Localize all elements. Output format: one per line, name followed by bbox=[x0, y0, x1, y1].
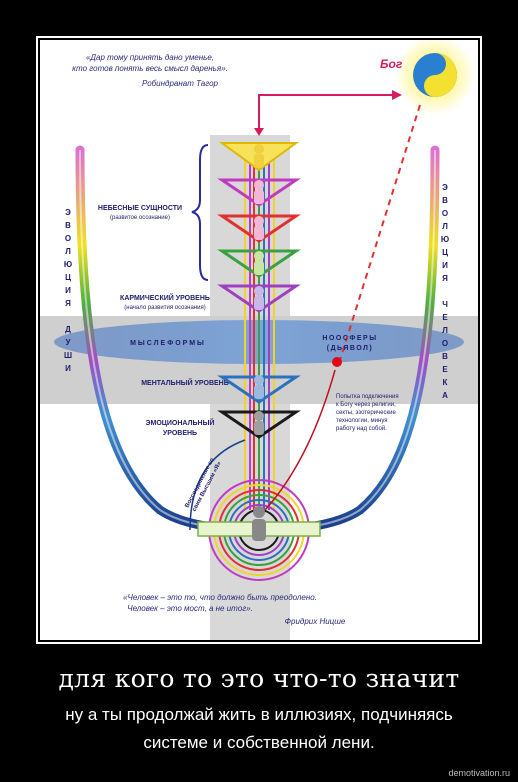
attempt-line-2: к Богу через религии, bbox=[336, 402, 396, 408]
human-figure-base bbox=[252, 506, 266, 541]
right-vertical-letter: Л bbox=[442, 326, 448, 335]
right-vertical-letter: И bbox=[442, 261, 448, 270]
left-vertical-letter: О bbox=[65, 234, 71, 243]
bottom-quote-line2: Человек – это мост, а не итог». bbox=[127, 604, 253, 613]
dashed-false-path bbox=[339, 104, 421, 361]
right-vertical-letter: К bbox=[443, 378, 448, 387]
right-vertical-letter: В bbox=[442, 196, 448, 205]
right-vertical-letter: Ц bbox=[442, 248, 448, 257]
emotional-label-2: УРОВЕНЬ bbox=[163, 430, 197, 437]
left-vertical-letter: У bbox=[66, 338, 72, 347]
right-vertical-letter: Л bbox=[442, 222, 448, 231]
right-vertical-letter: Я bbox=[442, 274, 448, 283]
attempt-line-5: работу над собой. bbox=[336, 425, 387, 432]
top-quote-line1: «Дар тому принять дано уменье, bbox=[86, 53, 214, 62]
attempt-note: Попытка подключения к Богу через религии… bbox=[336, 394, 399, 432]
caption-title: для кого то это что-то значит bbox=[58, 664, 460, 693]
heavenly-sublabel: (развитое осознание) bbox=[110, 215, 170, 221]
noosphere-dot bbox=[332, 357, 342, 367]
left-vertical-letter: Д bbox=[65, 325, 71, 334]
left-vertical-letter: Ш bbox=[64, 351, 72, 360]
bottom-quote: «Человек – это то, что должно быть преод… bbox=[123, 593, 346, 626]
bottom-quote-line1: «Человек – это то, что должно быть преод… bbox=[123, 593, 317, 602]
right-vertical-letter: О bbox=[442, 209, 448, 218]
karmic-label: КАРМИЧЕСКИЙ УРОВЕНЬ bbox=[120, 293, 210, 302]
arrow-to-god bbox=[258, 94, 392, 130]
arrow-head-down bbox=[254, 128, 264, 136]
yin-yang-icon bbox=[413, 53, 457, 97]
right-vertical-letter: Е bbox=[442, 365, 448, 374]
right-vertical-letter: В bbox=[442, 352, 448, 361]
poster-frame bbox=[36, 36, 482, 644]
heavenly-label: НЕБЕСНЫЕ СУЩНОСТИ bbox=[98, 205, 182, 212]
noosphere-sublabel: (ДЬЯВОЛ) bbox=[327, 345, 374, 352]
left-vertical-letter: В bbox=[65, 221, 71, 230]
right-vertical-letter: Е bbox=[442, 313, 448, 322]
top-quote: «Дар тому принять дано уменье, кто готов… bbox=[72, 53, 228, 88]
left-vertical-letter: И bbox=[65, 364, 71, 373]
energy-beams bbox=[244, 150, 275, 510]
mental-label: МЕНТАЛЬНЫЙ УРОВЕНЬ bbox=[141, 378, 229, 387]
left-vertical-letter: Ц bbox=[65, 273, 71, 282]
reunion-arrow bbox=[189, 439, 246, 531]
arrow-head-god bbox=[392, 90, 402, 100]
right-vertical-letter: Э bbox=[442, 183, 448, 192]
attempt-arrow bbox=[264, 369, 336, 511]
bottom-quote-author: Фридрих Ницше bbox=[285, 617, 346, 626]
attempt-line-4: технологии, минуя bbox=[336, 418, 388, 424]
emotional-label: ЭМОЦИОНАЛЬНЫЙ bbox=[146, 418, 215, 427]
human-figures bbox=[254, 144, 264, 435]
poster-image: «Дар тому принять дано уменье, кто готов… bbox=[40, 40, 478, 640]
top-quote-line2: кто готов понять весь смысл даренья». bbox=[72, 64, 228, 73]
left-vertical-letter: Л bbox=[65, 247, 71, 256]
caption-line-2: системе и собственной лени. bbox=[143, 733, 375, 752]
caption-line-1: ну а ты продолжай жить в иллюзиях, подчи… bbox=[65, 705, 453, 724]
right-vertical-letter: Ч bbox=[442, 300, 448, 309]
left-vertical-letter: Я bbox=[65, 299, 71, 308]
god-label: Бог bbox=[380, 57, 403, 71]
heavenly-brace bbox=[191, 144, 209, 281]
attempt-line-1: Попытка подключения bbox=[336, 394, 399, 400]
watermark: demotivation.ru bbox=[448, 768, 510, 778]
karmic-sublabel: (начало развития осознания) bbox=[124, 305, 205, 311]
noosphere-label: НООСФЕРЫ bbox=[322, 335, 377, 342]
spiritual-evolution-diagram: «Дар тому принять дано уменье, кто готов… bbox=[40, 40, 478, 640]
thoughtforms-label: МЫСЛЕФОРМЫ bbox=[130, 340, 206, 347]
right-vertical-letter: А bbox=[442, 391, 448, 400]
left-vertical-letter: Э bbox=[65, 208, 71, 217]
right-vertical-letter: Ю bbox=[441, 235, 449, 244]
top-quote-author: Робиндранат Тагор bbox=[142, 79, 219, 88]
left-vertical-letter: И bbox=[65, 286, 71, 295]
left-vertical-letter: Ю bbox=[64, 260, 72, 269]
right-vertical-letter: О bbox=[442, 339, 448, 348]
attempt-line-3: секты, эзотерические bbox=[336, 410, 396, 416]
